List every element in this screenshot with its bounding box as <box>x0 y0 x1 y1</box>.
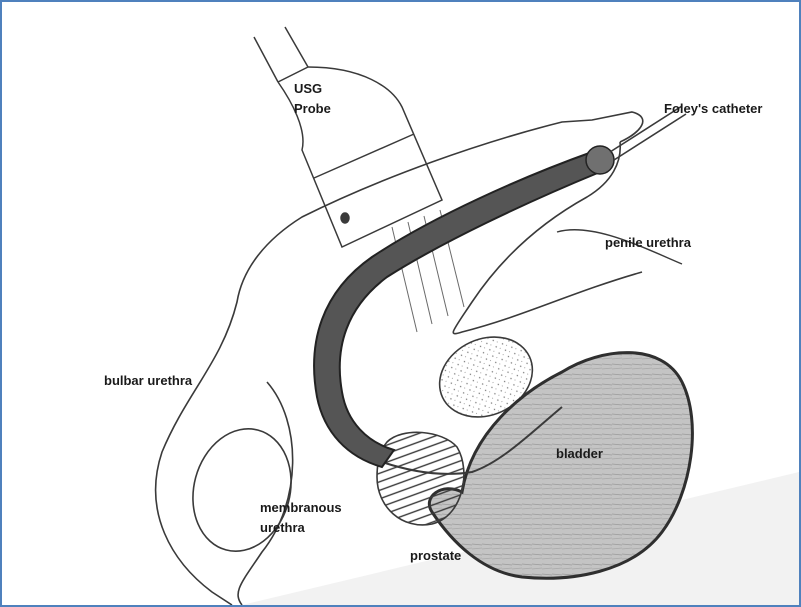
usg-label-line2: Probe <box>294 100 331 118</box>
usg-probe <box>254 27 442 247</box>
catheter-balloon <box>586 146 614 174</box>
prostate-label: prostate <box>410 547 461 565</box>
membranous-urethra-label-line2: urethra <box>260 519 305 537</box>
penile-urethra-label: penile urethra <box>605 234 691 252</box>
membranous-urethra-label-line1: membranous <box>260 499 342 517</box>
bulbar-urethra-label: bulbar urethra <box>104 372 192 390</box>
prostate-shape <box>377 432 464 525</box>
bladder-label: bladder <box>556 445 603 463</box>
foleys-catheter-label: Foley's catheter <box>664 100 762 118</box>
usg-label-line1: USG <box>294 80 322 98</box>
oval-ring <box>180 418 305 563</box>
